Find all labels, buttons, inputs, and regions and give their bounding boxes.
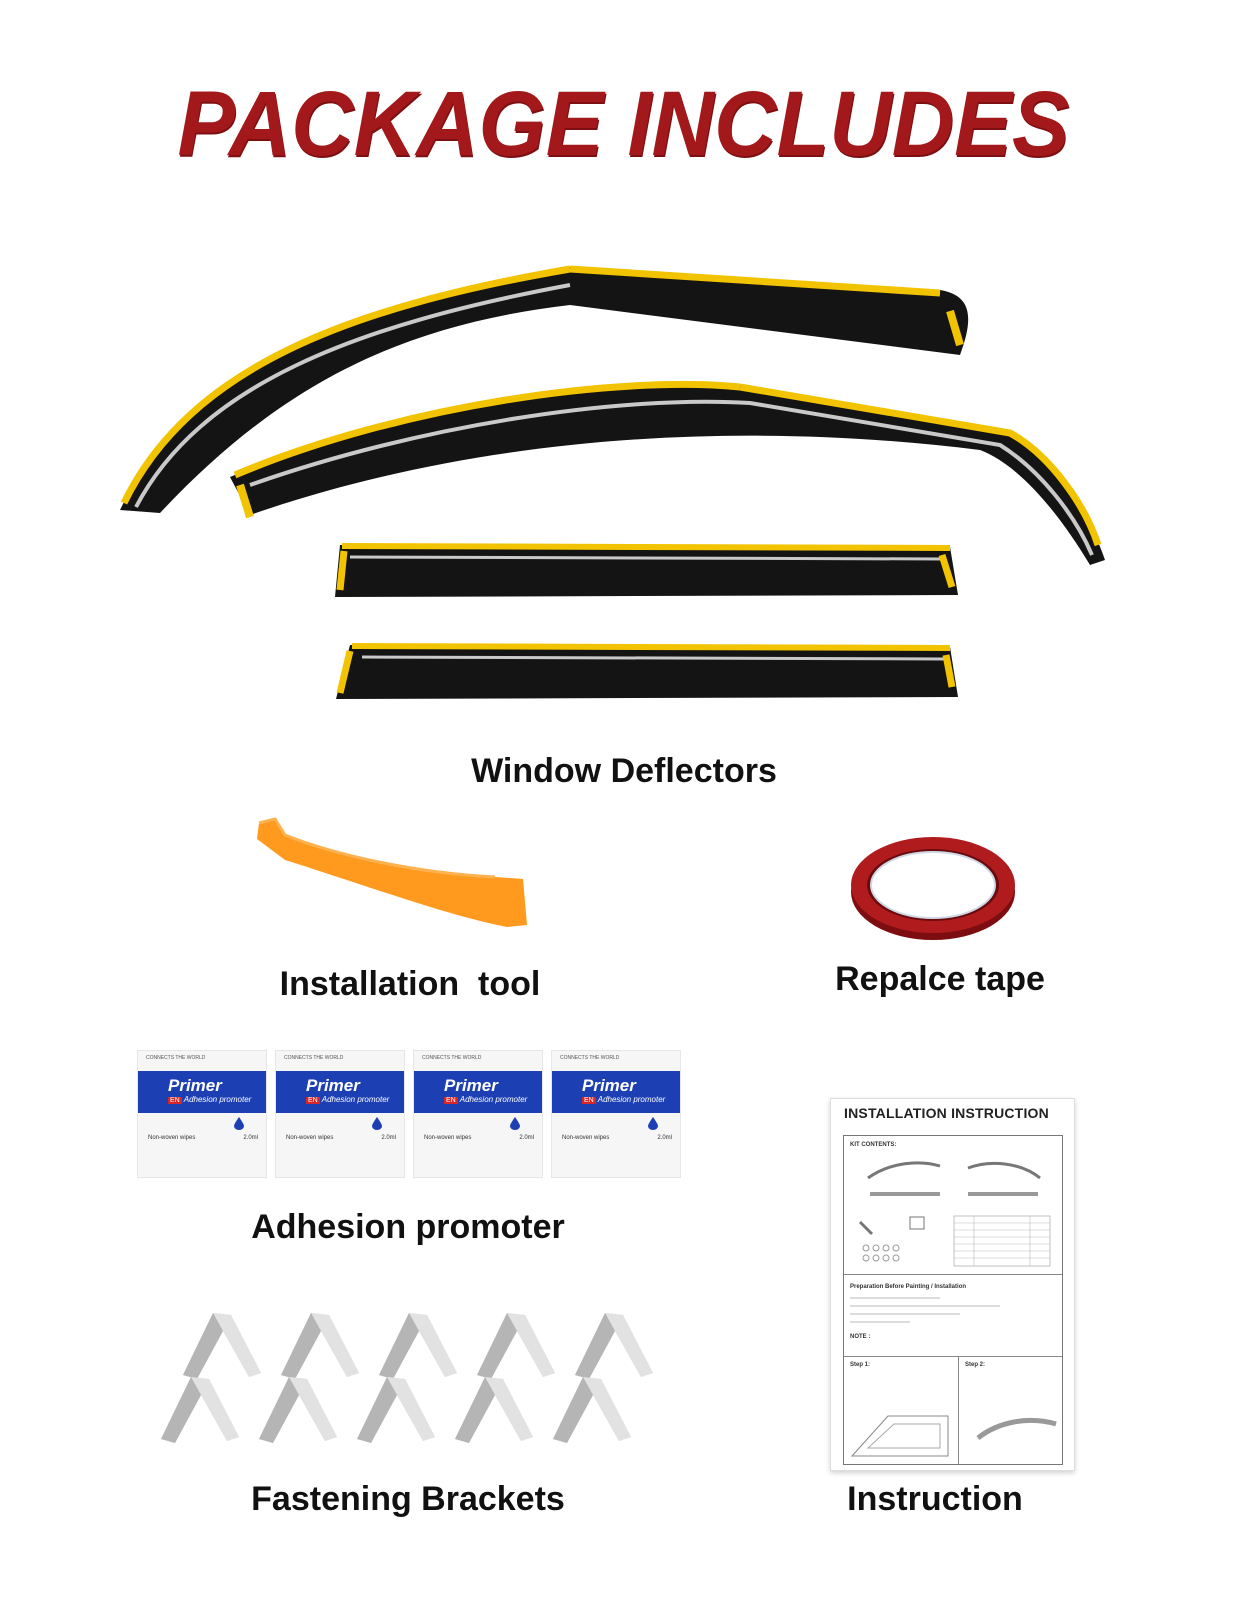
packet-brand: CONNECTS THE WORLD [560,1055,620,1061]
packet-volume: 2.0ml [243,1135,258,1141]
instruction-document: INSTALLATION INSTRUCTION KIT CONTENTS: P… [830,1098,1075,1471]
instruction-doc-title: INSTALLATION INSTRUCTION [844,1105,1049,1121]
step2-heading: Step 2: [965,1362,986,1368]
packet-brand: CONNECTS THE WORLD [422,1055,482,1061]
kit-contents-diagram [858,1161,1051,1267]
packet-name: Primer [582,1076,636,1095]
packet-subtitle: Adhesion promoter [597,1095,666,1104]
replace-tape-image [851,837,1015,940]
packet-wipes: Non-woven wipes [148,1135,196,1141]
packet-volume: 2.0ml [657,1135,672,1141]
replace-tape-label: Repalce tape [835,960,1045,998]
packet-subtitle: Adhesion promoter [459,1095,528,1104]
window-deflectors-image [120,265,1105,699]
packet-badge: EN [168,1097,182,1104]
packet-volume: 2.0ml [519,1135,534,1141]
fastening-brackets-image [161,1313,653,1443]
page-title: PACKAGE INCLUDES [177,73,1070,175]
packet-subtitle: Adhesion promoter [321,1095,390,1104]
packet-name: Primer [306,1076,360,1095]
kit-contents-heading: KIT CONTENTS: [850,1142,897,1148]
packet-wipes: Non-woven wipes [562,1135,610,1141]
packet-wipes: Non-woven wipes [424,1135,472,1141]
fastening-brackets-label: Fastening Brackets [251,1480,565,1518]
packet-subtitle: Adhesion promoter [183,1095,252,1104]
prep-text-lines [850,1297,1000,1323]
packet-volume: 2.0ml [381,1135,396,1141]
packet-name: Primer [168,1076,222,1095]
packet-badge: EN [306,1097,320,1104]
instruction-label: Instruction [847,1480,1023,1518]
packet-badge: EN [444,1097,458,1104]
prep-heading: Preparation Before Painting / Installati… [850,1284,967,1290]
packet-badge: EN [582,1097,596,1104]
droplet-icon [510,1117,520,1130]
packet-name: Primer [444,1076,498,1095]
packet-brand: CONNECTS THE WORLD [284,1055,344,1061]
droplet-icon [372,1117,382,1130]
instruction-steps-diagram [850,1415,1057,1457]
adhesion-promoter-label: Adhesion promoter [251,1208,565,1246]
droplet-icon [234,1117,244,1130]
packet-brand: CONNECTS THE WORLD [146,1055,206,1061]
installation-tool-image [257,817,527,927]
note-heading: NOTE : [850,1334,871,1340]
instruction-frame: KIT CONTENTS: Preparation Before Paintin… [843,1135,1063,1465]
window-deflectors-label: Window Deflectors [471,752,777,790]
step1-heading: Step 1: [850,1362,871,1368]
packet-wipes: Non-woven wipes [286,1135,334,1141]
installation-tool-label: Installation tool [279,965,541,1003]
droplet-icon [648,1117,658,1130]
